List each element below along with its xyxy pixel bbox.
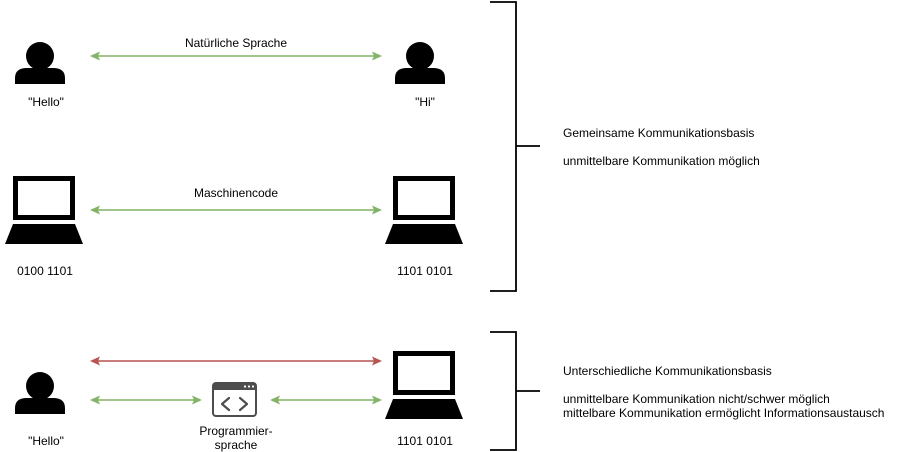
- programming-language-label-line1: Programmier-: [199, 424, 273, 438]
- right-bracket: [490, 331, 540, 451]
- common-basis-note: unmittelbare Kommunikation möglich: [563, 154, 760, 168]
- different-basis-title: Unterschiedliche Kommunikationsbasis: [563, 364, 772, 378]
- natural-language-arrow: [90, 51, 382, 61]
- code-window-icon: [212, 382, 257, 417]
- person-left-label: "Hello": [28, 95, 64, 109]
- laptop-icon: [385, 176, 463, 244]
- person-bottom-label: "Hello": [28, 434, 64, 448]
- different-basis-note-line1: unmittelbare Kommunikation nicht/schwer …: [563, 392, 830, 406]
- direct-communication-arrow: [90, 356, 382, 366]
- machine-code-arrow: [90, 205, 382, 215]
- laptop-left-binary-label: 0100 1101: [17, 264, 73, 278]
- person-icon: [15, 372, 65, 414]
- laptop-bottom-binary-label: 1101 0101: [397, 434, 453, 448]
- common-basis-title: Gemeinsame Kommunikationsbasis: [563, 126, 755, 140]
- person-icon: [395, 42, 445, 84]
- laptop-right-binary-label: 1101 0101: [397, 264, 453, 278]
- code-to-laptop-arrow: [270, 395, 382, 405]
- different-basis-note-line2: mittelbare Kommunikation ermöglicht Info…: [563, 406, 885, 420]
- person-icon: [15, 42, 65, 84]
- laptop-icon: [5, 176, 83, 244]
- right-bracket: [490, 1, 540, 292]
- person-to-code-arrow: [90, 395, 202, 405]
- programming-language-label-line2: sprache: [214, 438, 258, 452]
- natural-language-label: Natürliche Sprache: [184, 36, 288, 50]
- laptop-icon: [385, 351, 463, 419]
- person-right-label: "Hi": [415, 95, 435, 109]
- machine-code-label: Maschinencode: [193, 186, 279, 200]
